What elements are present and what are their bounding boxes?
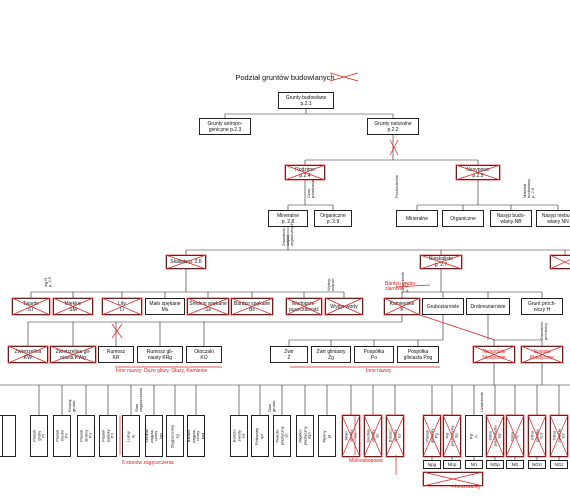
node-nasyp-niebudowlany: Nasyp niebud- wlany NN <box>536 210 570 227</box>
node-zwir: Żwir Ż <box>270 346 308 363</box>
strike-bottom-0 <box>341 414 361 458</box>
strike-bottom-1 <box>363 414 383 458</box>
strike-skaliste <box>165 254 207 270</box>
strike-bottom-8 <box>549 414 569 458</box>
strike-title-2 <box>329 72 359 82</box>
node-otoczaki: Otoczaki KO <box>186 346 222 363</box>
node-b2: Piasek średni Ps <box>53 415 71 457</box>
node-b3: Piasek drobny Pd <box>77 415 95 457</box>
strike-level6-2 <box>101 297 143 316</box>
strike-nieskaliste <box>419 254 463 270</box>
strike-bottom-2 <box>385 414 405 458</box>
note-makroskopowo: Makroskopowo <box>349 458 383 464</box>
node-b9: Bardzo zwarty zw <box>230 415 248 457</box>
node-drobnoziarniste: Drobnoziarniste <box>466 298 510 315</box>
node-b10: Półzwarty tpl <box>251 415 269 457</box>
node-b12: Miękko- plastyczny mpl <box>296 415 314 457</box>
node-s6: NGπ <box>528 460 546 469</box>
node-naturalne: Grunty naturalne p.2.2 <box>367 118 419 135</box>
note-5-stanow: 5 stanów zagęszczenia <box>122 460 174 466</box>
strike-bottom-5 <box>485 414 505 458</box>
strike-level6-3 <box>186 297 230 316</box>
node-gruboziarniste: Gruboziarniste <box>422 298 464 315</box>
note-bardzo-grubo: Bardzo grubo- ziarniste <box>385 281 417 292</box>
strike-niespoiste <box>472 345 516 364</box>
node-b7: Zagęszczony zg <box>166 415 184 457</box>
strike-rodzime <box>284 164 326 181</box>
node-b8: Bardzo zagęsz- czony bzg <box>187 415 205 457</box>
strike-bottom-4 <box>442 414 462 458</box>
node-rumosz: Rumosz KR <box>98 346 134 363</box>
strike-level6-4 <box>230 297 274 316</box>
red-arrow-1 <box>395 284 431 288</box>
note-inne-nazwy-2: Inne nazwy <box>366 368 392 374</box>
strike-nasypowe <box>455 164 501 181</box>
node-malo-spekane: Mało spękane Ms <box>145 298 185 315</box>
strike-stany-box <box>422 471 484 487</box>
node-s3: Nπ <box>465 460 483 469</box>
node-pospolka-gliniasta: Pospółka gliniasta Pog <box>397 346 439 363</box>
diagram-title: Podział gruntów budowlanych <box>235 73 335 82</box>
node-s5: NG <box>506 460 524 469</box>
strike-cut-right <box>549 254 570 270</box>
strike-link-4 <box>111 323 123 339</box>
node-root: Grunty budowlane p.2.1 <box>278 92 334 109</box>
note-inne-nazwy-1: Inne nazwy: Duże głazy, Głazy, Kamienie <box>116 368 208 374</box>
strike-bottom-3 <box>422 414 442 458</box>
strike-zwietrzelina <box>7 345 49 364</box>
node-zwir-gliniasty: Żwir gliniasty Żg <box>311 346 351 363</box>
red-arrow-2 <box>419 314 496 341</box>
node-organiczne-rodzime: Organiczne p. 2.9 <box>314 210 352 227</box>
node-nasyp-budowlany: Nasyp budo- wlany NB <box>490 210 532 227</box>
node-b19: Pył π <box>465 415 483 457</box>
node-antropogeniczne: Grunty antropo- geniczne p.2.3 <box>199 118 251 135</box>
node-b1: Piasek gruby Pr <box>30 415 48 457</box>
strike-link-2 <box>389 139 399 156</box>
strike-bottom-6 <box>505 414 525 458</box>
strike-spoiste <box>520 345 564 364</box>
node-b5: Luźny ln <box>122 415 140 457</box>
node-organiczne-nasypowe: Organiczne <box>442 210 484 227</box>
note-inna-nazwy: - Inna nazwy <box>452 484 481 490</box>
node-b4: Piasek pylasty Pπ <box>99 415 117 457</box>
node-s4: NGp <box>486 460 504 469</box>
strike-level6-0 <box>11 297 51 316</box>
node-pospolka: Pospółka Po <box>354 346 394 363</box>
node-s7: NGz <box>550 460 568 469</box>
strike-level6-1 <box>52 297 94 316</box>
strike-level6-6 <box>324 297 364 316</box>
strike-level6-5 <box>285 297 323 316</box>
node-b13: Płynny pł <box>318 415 336 457</box>
node-b11: Twardo- plastyczny pl <box>273 415 291 457</box>
strike-zwietrzelina-gliniasta <box>49 345 97 364</box>
strike-level6-7 <box>383 297 421 316</box>
node-b6: Średnio zagęsz- czony lsg <box>145 415 163 457</box>
node-mineralne-rodzime: Mineralne p. 2.8 <box>268 210 308 227</box>
node-cut-right <box>550 255 570 269</box>
strike-bottom-7 <box>527 414 547 458</box>
node-mineralne-nasypowe: Mineralne <box>396 210 438 227</box>
node-s1: Npg <box>423 460 441 469</box>
node-rumosz-gliniasty: Rumosz gli- niasty KRg <box>137 346 183 363</box>
node-s2: Nπp <box>443 460 461 469</box>
node-prochniczy: Grunt próch- niczy H <box>521 298 563 315</box>
node-cut-left-1 <box>2 415 16 457</box>
